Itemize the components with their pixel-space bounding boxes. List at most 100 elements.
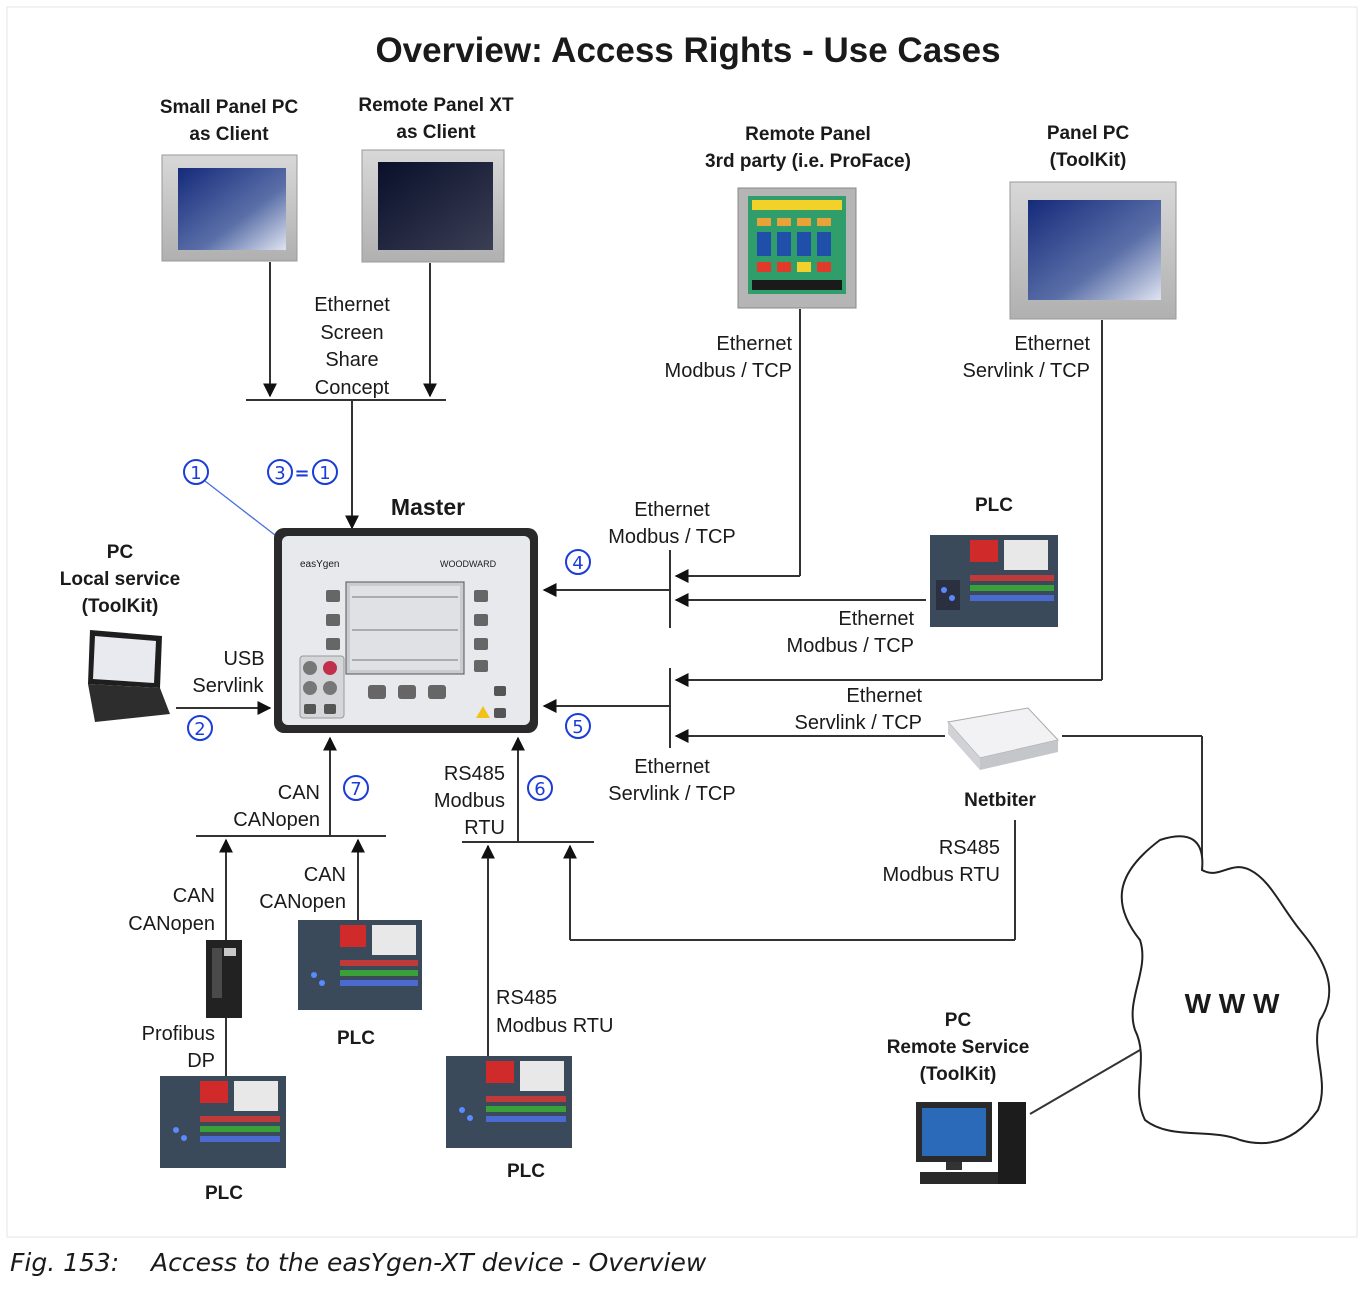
svg-text:Servlink / TCP: Servlink / TCP bbox=[963, 360, 1090, 382]
svg-text:Modbus RTU: Modbus RTU bbox=[883, 864, 1000, 886]
svg-text:1: 1 bbox=[190, 463, 201, 484]
netbiter-eth-label: Ethernet Servlink / TCP bbox=[795, 685, 923, 734]
marker-2: 2 bbox=[187, 715, 213, 741]
svg-text:RTU: RTU bbox=[464, 817, 505, 839]
svg-text:3: 3 bbox=[274, 463, 285, 484]
svg-text:Profibus: Profibus bbox=[142, 1023, 215, 1045]
marker-6: 6 bbox=[527, 775, 553, 801]
can-master-label: CAN CANopen bbox=[233, 782, 320, 831]
svg-text:Modbus RTU: Modbus RTU bbox=[496, 1015, 613, 1037]
remote-panel-xt-label-2: as Client bbox=[396, 122, 476, 143]
caption-text: Access to the easYgen-XT device - Overvi… bbox=[151, 1248, 707, 1277]
access-rights-diagram: Overview: Access Rights - Use Cases Smal… bbox=[6, 6, 1358, 1238]
marker-4: 4 bbox=[565, 549, 591, 575]
svg-text:CANopen: CANopen bbox=[259, 891, 346, 913]
plc-bottom-left: PLC bbox=[160, 1076, 286, 1204]
screen-share-label: Ethernet Screen Share Concept bbox=[314, 294, 390, 399]
svg-text:CAN: CAN bbox=[173, 885, 215, 907]
svg-text:CAN: CAN bbox=[278, 782, 320, 804]
svg-text:Remote Service: Remote Service bbox=[887, 1037, 1030, 1058]
svg-text:Ethernet: Ethernet bbox=[634, 756, 710, 778]
remote-panel-3rd-label-2: 3rd party (i.e. ProFace) bbox=[705, 151, 911, 172]
svg-text:Screen: Screen bbox=[320, 322, 383, 344]
plc-bottom-center: PLC bbox=[446, 1056, 572, 1182]
svg-text:Local service: Local service bbox=[60, 569, 180, 590]
www-cloud: W W W bbox=[1120, 835, 1331, 1145]
svg-text:(ToolKit): (ToolKit) bbox=[920, 1064, 997, 1085]
svg-text:Concept: Concept bbox=[315, 377, 390, 399]
svg-text:Servlink / TCP: Servlink / TCP bbox=[608, 783, 735, 805]
can-gateway-label: CAN CANopen bbox=[128, 885, 215, 935]
svg-text:Ethernet: Ethernet bbox=[838, 608, 914, 630]
can-profibus-gateway bbox=[206, 940, 242, 1018]
small-panel-pc: Small Panel PC as Client bbox=[160, 97, 298, 262]
svg-text:1: 1 bbox=[319, 463, 330, 484]
svg-text:PLC: PLC bbox=[507, 1161, 545, 1182]
remote-panel-eth-label: Ethernet Modbus / TCP bbox=[665, 333, 793, 382]
master-device: Master easYgen WOODWARD bbox=[274, 494, 538, 733]
rs485-master-label: RS485 Modbus RTU bbox=[434, 763, 505, 839]
netbiter-rs485-label: RS485 Modbus RTU bbox=[883, 837, 1000, 886]
svg-text:PLC: PLC bbox=[337, 1028, 375, 1049]
master-brand-left: easYgen bbox=[300, 559, 339, 570]
pc-local-service: PC Local service (ToolKit) bbox=[60, 542, 180, 722]
www-label: W W W bbox=[1185, 988, 1280, 1019]
remote-panel-xt-screen bbox=[378, 162, 493, 250]
svg-text:(ToolKit): (ToolKit) bbox=[82, 596, 159, 617]
svg-text:Servlink / TCP: Servlink / TCP bbox=[795, 712, 922, 734]
remote-panel-xt: Remote Panel XT as Client bbox=[358, 95, 514, 263]
panel-pc-screen bbox=[1028, 200, 1161, 300]
small-panel-label-2: as Client bbox=[189, 124, 269, 145]
svg-text:Servlink: Servlink bbox=[192, 675, 264, 697]
svg-text:4: 4 bbox=[572, 553, 583, 574]
small-panel-screen bbox=[178, 168, 286, 250]
marker-7: 7 bbox=[343, 775, 369, 801]
svg-text:Modbus / TCP: Modbus / TCP bbox=[665, 360, 792, 382]
svg-text:Modbus / TCP: Modbus / TCP bbox=[787, 635, 914, 657]
svg-text:Ethernet: Ethernet bbox=[846, 685, 922, 707]
svg-text:USB: USB bbox=[223, 648, 264, 670]
svg-text:CANopen: CANopen bbox=[128, 913, 215, 935]
svg-text:2: 2 bbox=[194, 719, 205, 740]
plc-right: PLC bbox=[930, 495, 1058, 627]
pc-remote-service: PC Remote Service (ToolKit) bbox=[887, 1010, 1030, 1184]
svg-text:=: = bbox=[294, 463, 309, 484]
remote-panel-xt-label-1: Remote Panel XT bbox=[358, 95, 514, 116]
svg-text:Modbus: Modbus bbox=[434, 790, 505, 812]
svg-text:RS485: RS485 bbox=[496, 987, 557, 1009]
remote-panel-3rd-label-1: Remote Panel bbox=[745, 124, 871, 145]
diagram-title: Overview: Access Rights - Use Cases bbox=[375, 31, 1000, 70]
netbiter-device: Netbiter bbox=[947, 707, 1059, 811]
svg-text:PLC: PLC bbox=[205, 1183, 243, 1204]
svg-text:PC: PC bbox=[945, 1010, 972, 1031]
svg-text:RS485: RS485 bbox=[939, 837, 1000, 859]
plc-rs485-label: RS485 Modbus RTU bbox=[496, 987, 613, 1037]
plc-bottom-mid: PLC bbox=[298, 920, 422, 1049]
marker-5: 5 bbox=[565, 713, 591, 739]
plc-right-eth-label: Ethernet Modbus / TCP bbox=[787, 608, 915, 657]
svg-text:7: 7 bbox=[350, 779, 361, 800]
master-eth-servlink-label: Ethernet Servlink / TCP bbox=[608, 756, 735, 805]
svg-text:CANopen: CANopen bbox=[233, 809, 320, 831]
panel-pc-toolkit: Panel PC (ToolKit) bbox=[1009, 123, 1177, 320]
panel-pc-label-2: (ToolKit) bbox=[1050, 150, 1127, 171]
master-brand-right: WOODWARD bbox=[440, 559, 497, 569]
svg-text:6: 6 bbox=[534, 779, 545, 800]
usb-servlink-label: USB Servlink bbox=[192, 648, 264, 697]
svg-text:DP: DP bbox=[187, 1050, 215, 1072]
svg-text:RS485: RS485 bbox=[444, 763, 505, 785]
svg-text:Netbiter: Netbiter bbox=[964, 790, 1036, 811]
svg-text:Share: Share bbox=[325, 349, 378, 371]
svg-text:5: 5 bbox=[572, 717, 583, 738]
panel-pc-eth-label: Ethernet Servlink / TCP bbox=[963, 333, 1091, 382]
marker-3-equals-1: 3 = 1 bbox=[267, 459, 338, 485]
svg-text:Ethernet: Ethernet bbox=[1014, 333, 1090, 355]
profibus-label: Profibus DP bbox=[142, 1023, 215, 1072]
svg-text:PLC: PLC bbox=[975, 495, 1013, 516]
svg-text:Ethernet: Ethernet bbox=[716, 333, 792, 355]
master-eth-modbus-label: Ethernet Modbus / TCP bbox=[608, 499, 735, 548]
master-label: Master bbox=[391, 494, 465, 520]
svg-text:Ethernet: Ethernet bbox=[314, 294, 390, 316]
remote-panel-3rd-party: Remote Panel 3rd party (i.e. ProFace) bbox=[705, 124, 911, 309]
caption-label: Fig. 153: bbox=[10, 1248, 120, 1277]
